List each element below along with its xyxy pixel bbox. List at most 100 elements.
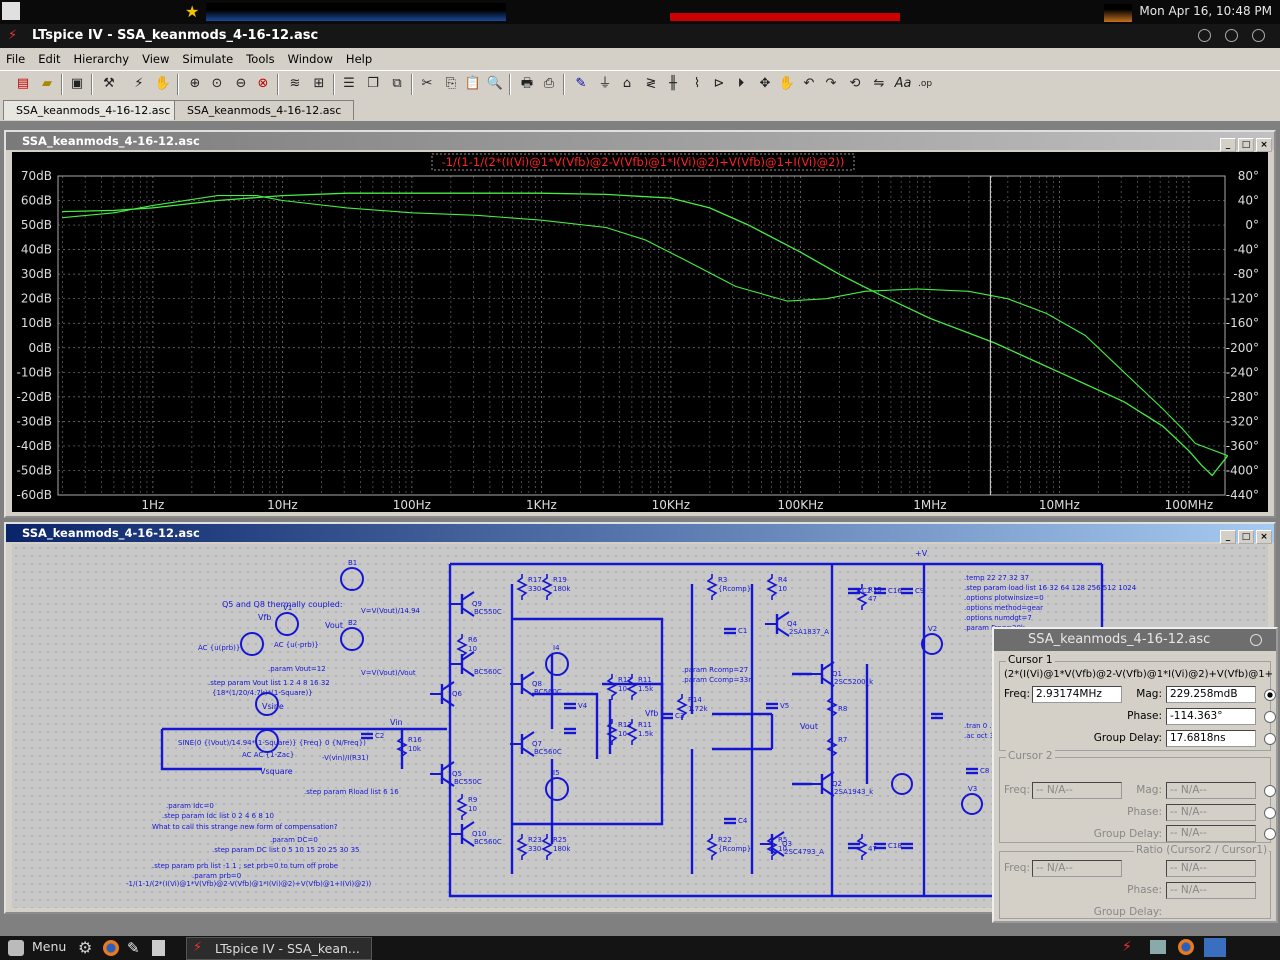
ltspice-tray-icon[interactable]: ⚡ bbox=[1122, 939, 1132, 955]
maximize-button[interactable]: □ bbox=[1238, 138, 1254, 152]
plot-window-title[interactable]: SSA_keanmods_4-16-12.asc _□× bbox=[6, 132, 1274, 152]
ratio-phase-field[interactable]: -- N/A-- bbox=[1166, 882, 1256, 899]
close-icon[interactable] bbox=[1252, 29, 1265, 42]
menu-tools[interactable]: Tools bbox=[246, 52, 275, 66]
tab-schematic[interactable]: SSA_keanmods_4-16-12.asc bbox=[174, 100, 355, 120]
ratio-mag-field[interactable]: -- N/A-- bbox=[1166, 860, 1256, 877]
settings-icon[interactable]: ⚙ bbox=[78, 938, 93, 957]
cursor1-mag-radio[interactable] bbox=[1264, 689, 1276, 701]
task-ltspice[interactable]: ⚡ LTspice IV - SSA_kean... bbox=[186, 937, 372, 960]
firefox-icon[interactable] bbox=[103, 940, 119, 956]
cascade-icon[interactable]: ❐ bbox=[367, 76, 379, 91]
menu-hierarchy[interactable]: Hierarchy bbox=[73, 52, 130, 66]
spice-directive-icon[interactable]: .op bbox=[917, 79, 933, 89]
right-directive: .options plotwinsize=0 bbox=[964, 594, 1044, 602]
menu-file[interactable]: File bbox=[6, 52, 26, 66]
cursor1-phase-radio[interactable] bbox=[1264, 711, 1276, 723]
cursor2-mag-field[interactable]: -- N/A-- bbox=[1166, 782, 1256, 799]
desktop-icon[interactable] bbox=[1150, 940, 1166, 954]
maximize-button[interactable]: □ bbox=[1238, 530, 1254, 544]
calculator-icon[interactable] bbox=[152, 940, 165, 956]
autorange-icon[interactable]: ≋ bbox=[289, 76, 301, 91]
menu-window[interactable]: Window bbox=[287, 52, 333, 66]
open-icon[interactable]: ▰ bbox=[42, 76, 52, 91]
minimize-button[interactable]: _ bbox=[1220, 138, 1236, 152]
close-button[interactable]: × bbox=[1256, 530, 1272, 544]
cursor1-gd-radio[interactable] bbox=[1264, 733, 1276, 745]
resistor-value: {Rcomp} bbox=[718, 845, 751, 853]
resistor-value: 10 bbox=[618, 685, 627, 693]
zoom-out-icon[interactable]: ⊖ bbox=[235, 76, 247, 91]
minimize-icon[interactable] bbox=[1198, 29, 1211, 42]
new-schematic-icon[interactable]: ▤ bbox=[16, 76, 30, 91]
mirror-icon[interactable]: ⇋ bbox=[873, 76, 885, 91]
save-icon[interactable]: ▣ bbox=[70, 76, 84, 91]
undo-icon[interactable]: ↶ bbox=[803, 76, 815, 91]
source bbox=[961, 793, 983, 815]
cursor1-mag-field[interactable]: 229.258mdB bbox=[1166, 686, 1256, 703]
menu-help[interactable]: Help bbox=[345, 52, 373, 66]
tile-vertical-icon[interactable]: ⧉ bbox=[392, 76, 402, 91]
cursor2-mag-radio[interactable] bbox=[1264, 785, 1276, 797]
minimize-button[interactable]: _ bbox=[1220, 530, 1236, 544]
halt-icon[interactable]: ✋ bbox=[154, 76, 172, 91]
drag-icon[interactable]: ✋ bbox=[778, 76, 796, 91]
redo-icon[interactable]: ↷ bbox=[825, 76, 837, 91]
close-icon[interactable] bbox=[1250, 634, 1262, 646]
maximize-icon[interactable] bbox=[1225, 29, 1238, 42]
diode-icon[interactable]: ⊳ bbox=[713, 76, 725, 91]
menu-simulate[interactable]: Simulate bbox=[182, 52, 234, 66]
resistor-icon[interactable]: ≷ bbox=[645, 76, 657, 91]
print-preview-icon[interactable]: 🖶 bbox=[520, 76, 534, 91]
find-icon[interactable]: 🔍 bbox=[486, 76, 504, 91]
transistor bbox=[461, 651, 475, 661]
zoom-in-icon[interactable]: ⊕ bbox=[189, 76, 201, 91]
grid-icon[interactable]: ⊞ bbox=[313, 76, 325, 91]
label-net-icon[interactable]: ⌂ bbox=[622, 76, 632, 91]
control-panel-icon[interactable]: ⚒ bbox=[103, 76, 115, 91]
rotate-icon[interactable]: ⟲ bbox=[849, 76, 861, 91]
schematic-window-title[interactable]: SSA_keanmods_4-16-12.asc _□× bbox=[6, 524, 1274, 544]
cursor1-group-delay-field[interactable]: 17.6818ns bbox=[1166, 730, 1256, 747]
firefox-tray-icon[interactable] bbox=[1178, 939, 1194, 955]
cursor2-gd-radio[interactable] bbox=[1264, 828, 1276, 840]
component-icon[interactable]: ⏵ bbox=[737, 76, 745, 91]
zoom-fit-icon[interactable]: ⊗ bbox=[257, 76, 269, 91]
app-menu-icon[interactable] bbox=[2, 2, 20, 20]
move-icon[interactable]: ✥ bbox=[759, 76, 771, 91]
y-tick-label: -40dB bbox=[17, 439, 52, 453]
print-icon[interactable]: ⎙ bbox=[543, 76, 555, 91]
text-editor-icon[interactable]: ✎ bbox=[127, 939, 140, 957]
cursor-dialog-title[interactable]: SSA_keanmods_4-16-12.asc bbox=[994, 629, 1276, 651]
cursor2-phase-radio[interactable] bbox=[1264, 807, 1276, 819]
cursor2-phase-field[interactable]: -- N/A-- bbox=[1166, 804, 1256, 821]
cursor2-freq-field[interactable]: -- N/A-- bbox=[1032, 782, 1122, 799]
draw-wire-icon[interactable]: ✎ bbox=[575, 76, 587, 91]
ltspice-tray-icon-2[interactable] bbox=[1204, 938, 1226, 957]
capacitor-icon[interactable]: ╫ bbox=[669, 76, 677, 91]
cursor2-group-delay-field[interactable]: -- N/A-- bbox=[1166, 825, 1256, 842]
rcomp-param: .param Rcomp=27 bbox=[682, 666, 748, 674]
tab-plot[interactable]: SSA_keanmods_4-16-12.asc bbox=[3, 100, 184, 120]
zoom-pan-icon[interactable]: ⊙ bbox=[211, 76, 223, 91]
cut-icon[interactable]: ✂ bbox=[421, 76, 433, 91]
cursor1-freq-field[interactable]: 2.93174MHz bbox=[1032, 686, 1122, 703]
tile-horizontal-icon[interactable]: ☰ bbox=[343, 76, 355, 91]
menu-edit[interactable]: Edit bbox=[38, 52, 61, 66]
close-button[interactable]: × bbox=[1256, 138, 1272, 152]
menu-icon[interactable] bbox=[8, 940, 24, 956]
cursor1-phase-field[interactable]: -114.363° bbox=[1166, 708, 1256, 725]
star-icon[interactable]: ★ bbox=[185, 2, 200, 21]
inductor-icon[interactable]: ⌇ bbox=[693, 76, 701, 91]
text-icon[interactable]: Aa bbox=[894, 76, 912, 91]
run-icon[interactable]: ⚡ bbox=[134, 76, 144, 91]
ground-icon[interactable]: ⏚ bbox=[598, 76, 612, 91]
resistor bbox=[856, 584, 868, 610]
copy-icon[interactable]: ⎘ bbox=[445, 76, 457, 91]
taskbar-menu-button[interactable]: Menu bbox=[32, 939, 67, 954]
ratio-freq-field[interactable]: -- N/A-- bbox=[1032, 860, 1122, 877]
clock[interactable]: Mon Apr 16, 10:48 PM bbox=[1139, 4, 1272, 18]
menu-view[interactable]: View bbox=[142, 52, 170, 66]
paste-icon[interactable]: 📋 bbox=[464, 76, 482, 91]
